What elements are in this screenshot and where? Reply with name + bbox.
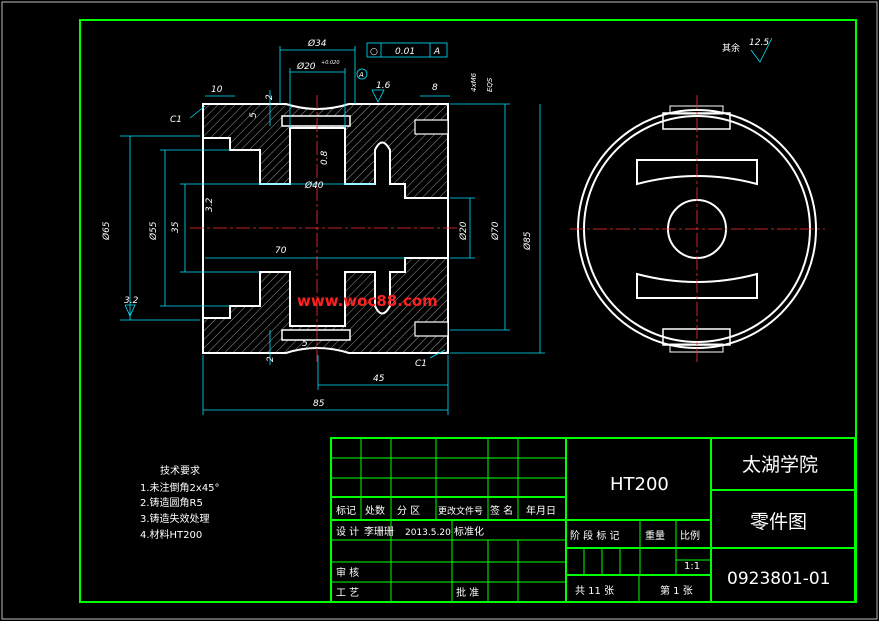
h-zone: 分 区: [397, 505, 420, 517]
dim-d40: Ø40: [304, 180, 324, 191]
designer: 李珊珊: [364, 525, 394, 538]
watermark: www.woc88.com: [297, 292, 438, 310]
tol-datum: A: [433, 47, 440, 57]
dim-d70v: Ø70: [490, 221, 501, 241]
note-4: 4.材料HT200: [140, 528, 202, 541]
dim-2a: 2: [265, 94, 275, 100]
h-change: 更改文件号: [438, 505, 483, 517]
title-block: HT200 太湖学院 零件图 0923801-01 标记 处数 分 区 更改文件…: [330, 437, 856, 603]
scale: 1:1: [684, 561, 700, 572]
h-date: 年月日: [526, 504, 556, 517]
dim-45: 45: [373, 374, 385, 384]
note-1: 1.未注倒角2x45°: [140, 481, 220, 494]
note-3: 3.铸造失效处理: [140, 512, 210, 525]
h-scale: 比例: [680, 529, 700, 542]
dim-thread: 4xM6: [470, 72, 478, 92]
h-weight: 重量: [645, 529, 665, 542]
dim-35: 35: [171, 221, 181, 233]
dim-85h: 85: [313, 399, 325, 409]
dimension-lines: [120, 37, 773, 415]
dim-70h: 70: [275, 246, 287, 256]
sheet-number: 第 1 张: [660, 584, 693, 597]
row-design: 设 计: [336, 525, 359, 538]
datum-a: A: [358, 71, 364, 79]
rough-16: 1.6: [376, 81, 391, 91]
h-stage: 阶 段 标 记: [570, 529, 620, 542]
row-review: 审 核: [336, 566, 359, 579]
roughness-value: 12.5: [749, 38, 769, 48]
row-process: 工 艺: [336, 587, 359, 599]
total-sheets: 共 11 张: [575, 585, 614, 597]
design-date: 2013.5.20: [405, 528, 451, 538]
h-mark: 标记: [336, 505, 356, 517]
dim-d20-sup: +0.020: [321, 60, 340, 66]
material: HT200: [610, 474, 669, 495]
h-count: 处数: [365, 504, 385, 517]
dim-8: 8: [432, 83, 438, 93]
rough-32-a: 3.2: [205, 197, 215, 212]
school-name: 太湖学院: [742, 454, 818, 476]
dim-d34: Ø34: [307, 38, 327, 49]
chamfer-c1-top: C1: [170, 115, 182, 125]
dim-d85: Ø85: [522, 231, 533, 251]
dim-10: 10: [211, 85, 223, 95]
dim-5a: 5: [249, 112, 259, 118]
dim-d20: Ø20: [296, 61, 316, 72]
part-name: 零件图: [750, 511, 807, 533]
roughness-label: 其余: [722, 42, 740, 54]
dimension-texts: Ø34 Ø20 +0.020 ○ 0.01 A A 1.6 8 4xM6 EQS…: [101, 38, 533, 409]
dim-2b: 2: [266, 356, 276, 362]
row-standard: 标准化: [454, 525, 484, 538]
end-view: [570, 95, 825, 362]
rough-32-b: 3.2: [124, 296, 139, 306]
note-2: 2.铸造圆角R5: [140, 496, 203, 509]
svg-text:○: ○: [370, 47, 378, 57]
drawing-number: 0923801-01: [727, 569, 830, 589]
rough-08: 0.8: [320, 150, 330, 165]
notes-title: 技术要求: [160, 464, 200, 477]
dim-eqs: EQS: [486, 77, 494, 92]
dim-5b: 5: [302, 339, 308, 349]
dim-d55: Ø55: [148, 221, 159, 241]
h-sign: 签 名: [490, 504, 513, 517]
dim-d20b: Ø20: [458, 221, 469, 241]
chamfer-c1-bottom: C1: [415, 359, 427, 369]
section-view: [190, 95, 460, 365]
dim-d65: Ø65: [101, 221, 112, 241]
technical-notes: 技术要求 1.未注倒角2x45° 2.铸造圆角R5 3.铸造失效处理 4.材料H…: [140, 464, 220, 541]
row-approve: 批 准: [456, 586, 479, 599]
tol-flatness: 0.01: [395, 47, 415, 57]
